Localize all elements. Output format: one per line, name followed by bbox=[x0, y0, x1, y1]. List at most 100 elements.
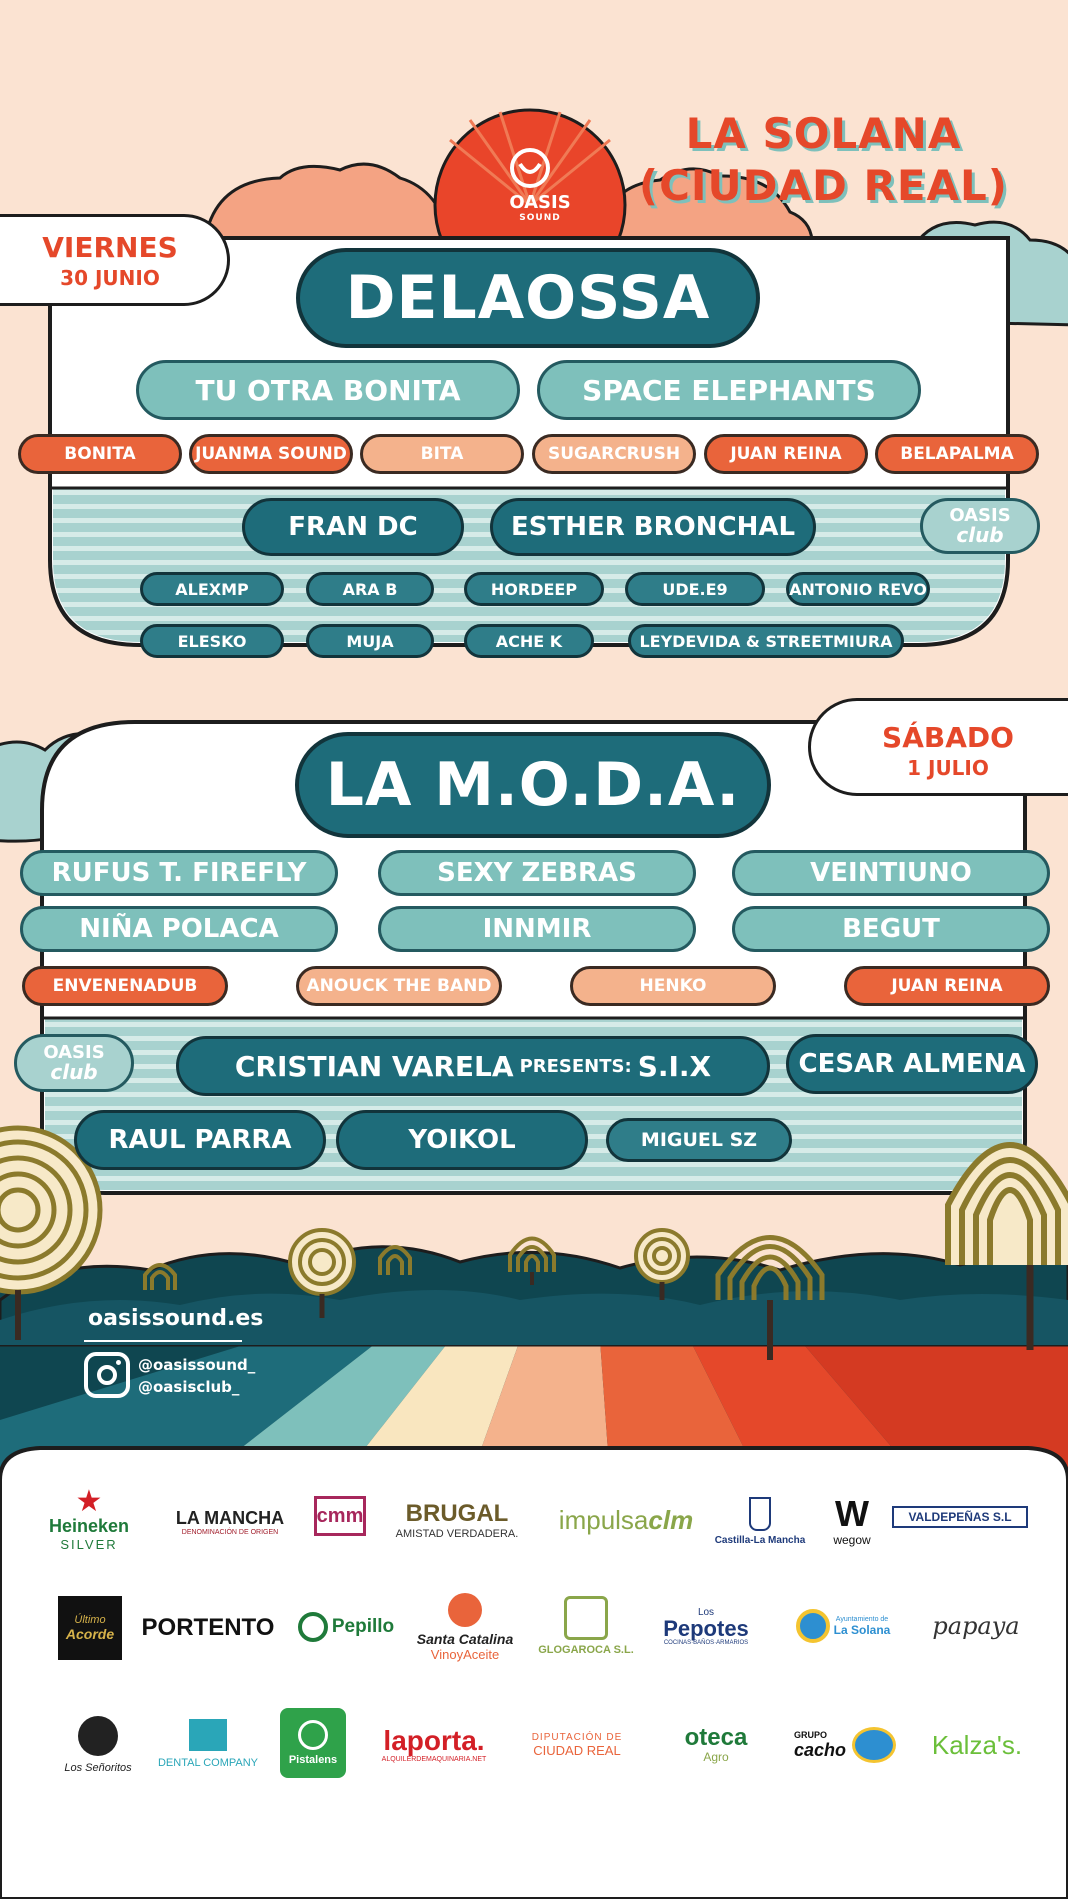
saturday-club-main-act: CESAR ALMENA bbox=[786, 1034, 1038, 1094]
heineken-name: Heineken bbox=[48, 1516, 130, 1536]
saturday-club-act: RAUL PARRA bbox=[74, 1110, 326, 1170]
friday-club-act: LEYDEVIDA & STREETMIURA bbox=[628, 624, 904, 658]
pepotes-name: Pepotes bbox=[663, 1615, 749, 1641]
saturday-oasis-club-badge: OASIS club bbox=[14, 1034, 134, 1092]
dental-icon bbox=[189, 1719, 227, 1751]
friday-club-act: ANTONIO REVO bbox=[786, 572, 930, 606]
oasis-sound-logo: OASIS SOUND bbox=[490, 150, 590, 223]
club-badge-sub: club bbox=[50, 1060, 98, 1084]
laporta-sub: ALQUILERDEMAQUINARIA.NET bbox=[381, 1755, 487, 1763]
glogaroca-name: GLOGAROCA S.L. bbox=[538, 1644, 634, 1656]
instagram-icon bbox=[84, 1352, 130, 1398]
saturday-club-act: MIGUEL SZ bbox=[606, 1118, 792, 1162]
friday-third-act: JUANMA SOUND bbox=[189, 434, 353, 474]
ultimo-line2: Acorde bbox=[65, 1626, 115, 1642]
friday-club-main-act: FRAN DC bbox=[242, 498, 464, 556]
sponsor-logos: ★ Heineken SILVER LA MANCHA DENOMINACIÓN… bbox=[0, 1450, 1068, 1899]
sponsor-santa-catalina: Santa Catalina VinoyAceite bbox=[410, 1584, 520, 1670]
sponsor-kalzas: Kalza's. bbox=[931, 1729, 1023, 1760]
tree-willow-right-mid bbox=[715, 1235, 825, 1360]
laporta-name: laporta. bbox=[383, 1724, 485, 1756]
sponsor-ayuntamiento-la-solana: Ayuntamiento de La Solana bbox=[790, 1598, 896, 1654]
saturday-third-act: ANOUCK THE BAND bbox=[296, 966, 502, 1006]
crest-icon bbox=[749, 1496, 771, 1531]
friday-date: 30 JUNIO bbox=[60, 266, 160, 290]
pepillo-name: Pepillo bbox=[331, 1616, 395, 1637]
heineken-sub: SILVER bbox=[60, 1537, 118, 1552]
saturday-headliner: LA M.O.D.A. bbox=[295, 732, 771, 838]
instagram-handles: @oasissound_ @oasisclub_ bbox=[138, 1354, 255, 1398]
pistalens-icon bbox=[298, 1720, 328, 1750]
saturday-second-act: RUFUS T. FIREFLY bbox=[20, 850, 338, 896]
pistalens-name: Pistalens bbox=[288, 1754, 338, 1766]
tree-willow-2 bbox=[378, 1245, 412, 1275]
sponsor-ultimo-acorde: Último Acorde bbox=[58, 1596, 122, 1660]
senoritos-name: Los Señoritos bbox=[64, 1762, 132, 1774]
club-badge-sub: club bbox=[956, 523, 1004, 547]
cacho-text: GRUPO cacho bbox=[794, 1730, 846, 1761]
cacho-small: GRUPO bbox=[793, 1729, 827, 1740]
feature-show: S.I.X bbox=[637, 1049, 712, 1083]
friday-club-act: HORDEEP bbox=[464, 572, 604, 606]
friday-headliner: DELAOSSA bbox=[296, 248, 760, 348]
friday-club-act: MUJA bbox=[306, 624, 434, 658]
friday-club-act: UDE.E9 bbox=[625, 572, 765, 606]
friday-third-act: SUGARCRUSH bbox=[532, 434, 696, 474]
saturday-club-feature-act: CRISTIAN VARELA PRESENTS: S.I.X bbox=[176, 1036, 770, 1096]
impulsa-suffix: clm bbox=[648, 1504, 694, 1535]
sponsor-papaya: papaya bbox=[932, 1612, 1020, 1640]
wegow-name: wegow bbox=[833, 1533, 871, 1547]
solana-text: Ayuntamiento de La Solana bbox=[834, 1616, 891, 1637]
wreath-icon bbox=[78, 1716, 118, 1756]
instagram-handle[interactable]: @oasissound_ bbox=[138, 1356, 256, 1374]
sponsor-castilla-la-mancha: Castilla-La Mancha bbox=[715, 1486, 805, 1556]
logo-sub: SOUND bbox=[519, 213, 561, 223]
saturday-second-act: SEXY ZEBRAS bbox=[378, 850, 696, 896]
sun-icon bbox=[448, 1592, 482, 1627]
ultimo-line1: Último bbox=[74, 1614, 106, 1626]
saturday-date-box: SÁBADO 1 JULIO bbox=[808, 698, 1068, 796]
instagram-handle[interactable]: @oasisclub_ bbox=[138, 1378, 240, 1396]
sponsor-grupo-cacho: GRUPO cacho bbox=[790, 1712, 900, 1778]
friday-date-box: VIERNES 30 JUNIO bbox=[0, 214, 230, 306]
friday-club-act: ALEXMP bbox=[140, 572, 284, 606]
tree-willow-3 bbox=[508, 1236, 556, 1285]
website-underline bbox=[84, 1340, 242, 1342]
saturday-second-act: INNMIR bbox=[378, 906, 696, 952]
club-badge-name: OASIS bbox=[43, 1042, 105, 1063]
sponsor-diputacion-ciudad-real: DIPUTACIÓN DE CIUDAD REAL bbox=[522, 1720, 632, 1770]
saturday-day: SÁBADO bbox=[882, 721, 1014, 754]
friday-oasis-club-badge: OASIS club bbox=[920, 498, 1040, 554]
sponsor-pistalens: Pistalens bbox=[280, 1708, 346, 1778]
location-region: (CIUDAD REAL) bbox=[638, 161, 1008, 210]
saturday-second-act: BEGUT bbox=[732, 906, 1050, 952]
oteca-name: oteca bbox=[684, 1724, 748, 1751]
pepotes-small: Los bbox=[697, 1606, 715, 1618]
sponsor-los-senoritos: Los Señoritos bbox=[56, 1708, 140, 1782]
badge-icon bbox=[852, 1727, 897, 1763]
cacho-name: cacho bbox=[793, 1739, 847, 1760]
friday-club-act: ACHE K bbox=[464, 624, 594, 658]
friday-second-act: TU OTRA BONITA bbox=[136, 360, 520, 420]
sponsor-heineken: ★ Heineken SILVER bbox=[36, 1480, 142, 1560]
sponsor-valdepenas: VALDEPEÑAS S.L bbox=[892, 1506, 1028, 1528]
friday-third-act: BELAPALMA bbox=[875, 434, 1039, 474]
saturday-club-act: YOIKOL bbox=[336, 1110, 588, 1170]
brugal-name: BRUGAL bbox=[405, 1500, 509, 1527]
sponsor-cmm: cmm bbox=[314, 1496, 366, 1536]
diputacion-line1: DIPUTACIÓN DE bbox=[531, 1732, 623, 1743]
sponsor-oteca-agro: oteca Agro bbox=[664, 1720, 768, 1770]
saturday-third-act: HENKO bbox=[570, 966, 776, 1006]
saturday-second-act: VEINTIUNO bbox=[732, 850, 1050, 896]
sponsor-los-pepotes: Los Pepotes COCINAS·BAÑOS·ARMARIOS bbox=[654, 1596, 758, 1656]
website-link[interactable]: oasissound.es bbox=[88, 1306, 264, 1331]
solana-circle-icon bbox=[795, 1609, 830, 1643]
saturday-third-act: JUAN REINA bbox=[844, 966, 1050, 1006]
glogaroca-mark-icon bbox=[564, 1596, 608, 1640]
friday-third-act: BONITA bbox=[18, 434, 182, 474]
sponsor-impulsa-clm: impulsa clm bbox=[548, 1500, 704, 1540]
star-icon: ★ bbox=[75, 1485, 103, 1518]
wegow-mark: W bbox=[835, 1493, 869, 1534]
solana-small: Ayuntamiento de bbox=[835, 1615, 889, 1623]
